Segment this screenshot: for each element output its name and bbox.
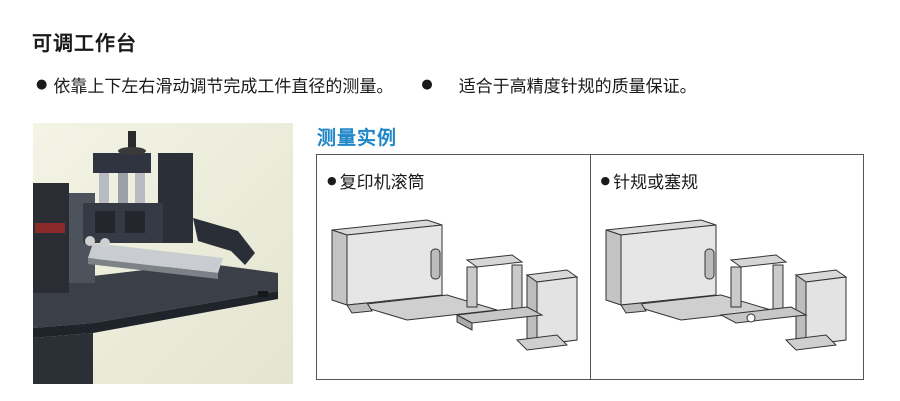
example-label: ● 复印机滚筒 (327, 168, 425, 193)
pin-gauge-setup-icon (605, 219, 847, 351)
adjustable-table-photo-icon (33, 123, 293, 384)
feature-text: 依靠上下左右滑动调节完成工件直径的测量。 (53, 77, 394, 97)
examples-table: ● 复印机滚筒 ● (316, 154, 864, 380)
product-photo (33, 123, 293, 384)
example-panel-pin-gauge: ● 针规或塞规 (589, 155, 864, 379)
feature-item: ● 适合于高精度针规的质量保证。 (421, 72, 696, 97)
feature-text: 适合于高精度针规的质量保证。 (458, 77, 697, 97)
feature-item: ● 依靠上下左右滑动调节完成工件直径的测量。 (36, 72, 393, 97)
example-label: ● 针规或塞规 (601, 168, 699, 193)
copier-roller-setup-icon (331, 219, 579, 351)
bullet-dot-icon: ● (327, 174, 337, 187)
example-label-text: 针规或塞规 (613, 173, 699, 193)
bullet-dot-icon: ● (600, 174, 611, 187)
feature-list: ● 依靠上下左右滑动调节完成工件直径的测量。 ● 适合于高精度针规的质量保证。 (36, 72, 697, 97)
bullet-dot-icon: ● (421, 77, 433, 92)
section-title: 测量实例 (317, 127, 398, 149)
example-panel-copier-roller: ● 复印机滚筒 (317, 155, 590, 379)
bullet-dot-icon: ● (36, 77, 48, 92)
example-label-text: 复印机滚筒 (339, 173, 425, 193)
page-title: 可调工作台 (32, 31, 137, 55)
